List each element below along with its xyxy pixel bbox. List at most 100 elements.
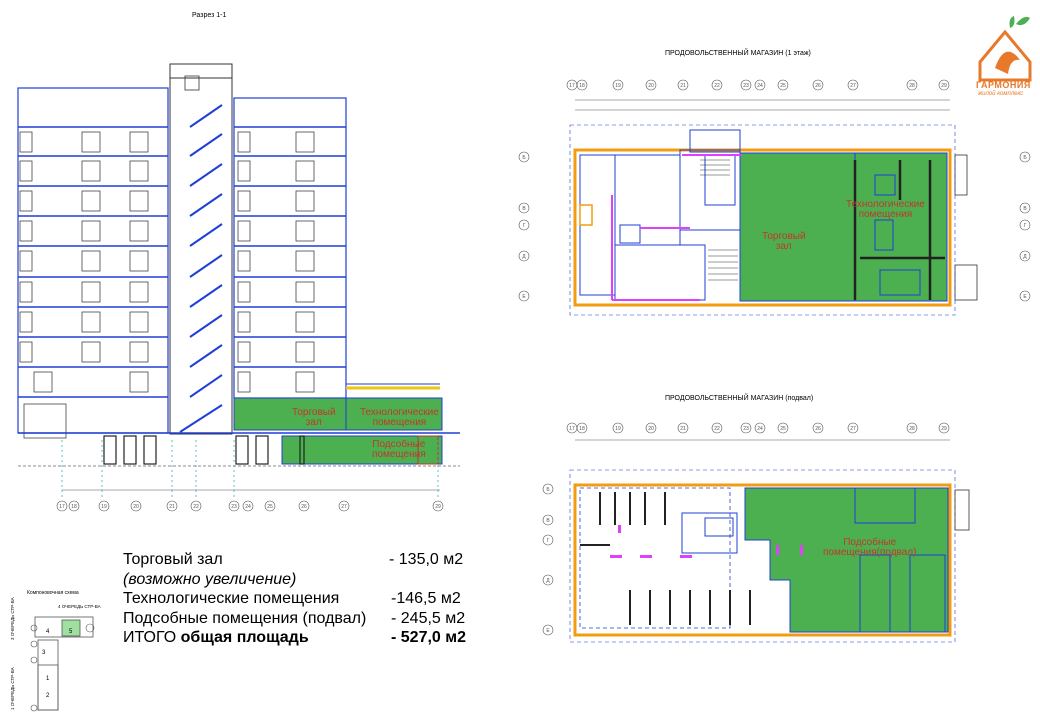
axis-bubble bbox=[645, 79, 657, 91]
axis-label: 27 bbox=[850, 426, 856, 432]
axis-bubble bbox=[1019, 151, 1031, 163]
axis-bubble bbox=[938, 422, 950, 434]
axis-label: 28 bbox=[909, 83, 915, 89]
axis-label: 27 bbox=[850, 83, 856, 89]
axis-label: 21 bbox=[680, 426, 686, 432]
section-title: Разрез 1-1 bbox=[192, 12, 227, 19]
plan-basement-title: ПРОДОВОЛЬСТВЕННЫЙ МАГАЗИН (подвал) bbox=[665, 395, 814, 402]
axis-bubble bbox=[906, 422, 918, 434]
axis-bubble bbox=[812, 79, 824, 91]
scheme-drawing bbox=[30, 616, 95, 712]
axis-bubble bbox=[612, 422, 624, 434]
axis-label: 23 bbox=[743, 83, 749, 89]
area-row-note: (возможно увеличение) bbox=[123, 570, 297, 588]
axis-label: Г bbox=[523, 223, 526, 229]
axis-bubble bbox=[1019, 250, 1031, 262]
axis-label: 25 bbox=[780, 426, 786, 432]
axis-bubble bbox=[812, 422, 824, 434]
scheme-section-2: 2 bbox=[46, 693, 50, 699]
axis-bubble bbox=[542, 534, 554, 546]
area-row-total: ИТОГО общая площадь - 527,0 м2 bbox=[123, 629, 466, 646]
area-row-aux-rooms: Подсобные помещения (подвал) - 245,5 м2 bbox=[123, 609, 466, 627]
axis-bubble bbox=[754, 79, 766, 91]
axis-bubble bbox=[518, 202, 530, 214]
axis-bubble bbox=[130, 500, 142, 512]
axis-label: 29 bbox=[941, 83, 947, 89]
axis-label: В bbox=[1023, 206, 1027, 212]
axis-label: 21 bbox=[169, 504, 175, 510]
axis-label: 20 bbox=[648, 83, 654, 89]
axis-label: 21 bbox=[680, 83, 686, 89]
axis-bubble bbox=[68, 500, 80, 512]
scheme-section-1: 1 bbox=[46, 676, 50, 682]
axis-bubble bbox=[645, 422, 657, 434]
axis-label: Г bbox=[547, 538, 550, 544]
section-trade-hall-label: Торговый зал bbox=[292, 407, 336, 428]
axis-bubble bbox=[518, 290, 530, 302]
plan-floor1-axis-bubbles: 17 18 19 20 21 22 23 24 25 26 27 28 29 bbox=[566, 79, 950, 91]
section-aux-rooms-label: Подсобные помещения bbox=[372, 439, 426, 460]
axis-bubble bbox=[847, 422, 859, 434]
plan-floor1-drawing bbox=[569, 99, 978, 316]
axis-label: 26 bbox=[815, 83, 821, 89]
axis-label: Д bbox=[546, 578, 550, 584]
axis-bubble bbox=[518, 151, 530, 163]
axis-label: В bbox=[546, 518, 550, 524]
axis-label: 25 bbox=[780, 83, 786, 89]
axis-label: 24 bbox=[757, 426, 763, 432]
axis-label: Е bbox=[522, 294, 526, 300]
scheme-title: Компоновочная схема bbox=[27, 590, 79, 596]
axis-bubble bbox=[542, 574, 554, 586]
axis-label: Б bbox=[522, 155, 526, 161]
axis-bubble bbox=[711, 79, 723, 91]
axis-label: Б bbox=[546, 487, 550, 493]
axis-label: 20 bbox=[133, 504, 139, 510]
axis-bubble bbox=[56, 500, 68, 512]
axis-bubble bbox=[938, 79, 950, 91]
axis-label: 24 bbox=[757, 83, 763, 89]
floor1-trade-hall-label: Торговый зал bbox=[762, 231, 806, 252]
plan-floor1-title: ПРОДОВОЛЬСТВЕННЫЙ МАГАЗИН (1 этаж) bbox=[665, 50, 811, 57]
axis-bubble bbox=[518, 250, 530, 262]
axis-bubble bbox=[98, 500, 110, 512]
section-drawing bbox=[17, 63, 460, 500]
scheme-queue-3: 3 ОЧЕРЕДЬ СТР-ВА bbox=[10, 597, 15, 640]
plan-basement-drawing bbox=[569, 439, 970, 643]
axis-label: 18 bbox=[579, 83, 585, 89]
axis-bubble bbox=[906, 79, 918, 91]
logo-name: ГАРМОНИЯ bbox=[976, 80, 1031, 90]
axis-label: 22 bbox=[714, 83, 720, 89]
axis-label: 29 bbox=[435, 504, 441, 510]
axis-bubble bbox=[1019, 290, 1031, 302]
axis-bubble bbox=[542, 514, 554, 526]
axis-label: 17 bbox=[59, 504, 65, 510]
axis-bubble bbox=[228, 500, 240, 512]
axis-bubble bbox=[576, 422, 588, 434]
axis-bubble bbox=[518, 219, 530, 231]
axis-bubble bbox=[777, 422, 789, 434]
axis-label: Д bbox=[1023, 254, 1027, 260]
axis-label: 19 bbox=[615, 83, 621, 89]
axis-bubble bbox=[338, 500, 350, 512]
axis-bubble bbox=[740, 79, 752, 91]
axis-label: 18 bbox=[71, 504, 77, 510]
axis-label: 19 bbox=[615, 426, 621, 432]
logo-subtitle: жилой комплекс bbox=[978, 91, 1024, 97]
section-tech-rooms-label: Технологические помещения bbox=[360, 407, 439, 428]
axis-bubble bbox=[1019, 202, 1031, 214]
scheme-section-5: 5 bbox=[69, 629, 73, 635]
axis-bubble bbox=[166, 500, 178, 512]
axis-label: 22 bbox=[193, 504, 199, 510]
basement-aux-rooms-label: Подсобные помещения(подвал) bbox=[823, 537, 917, 558]
axis-label: 18 bbox=[579, 426, 585, 432]
scheme-section-4: 4 bbox=[46, 629, 50, 635]
axis-label: 17 bbox=[569, 83, 575, 89]
axis-label: Г bbox=[1024, 223, 1027, 229]
area-summary: Торговый зал - 135,0 м2 (возможно увелич… bbox=[123, 550, 493, 648]
axis-label: 17 bbox=[569, 426, 575, 432]
area-row-trade-hall: Торговый зал - 135,0 м2 bbox=[123, 551, 464, 568]
